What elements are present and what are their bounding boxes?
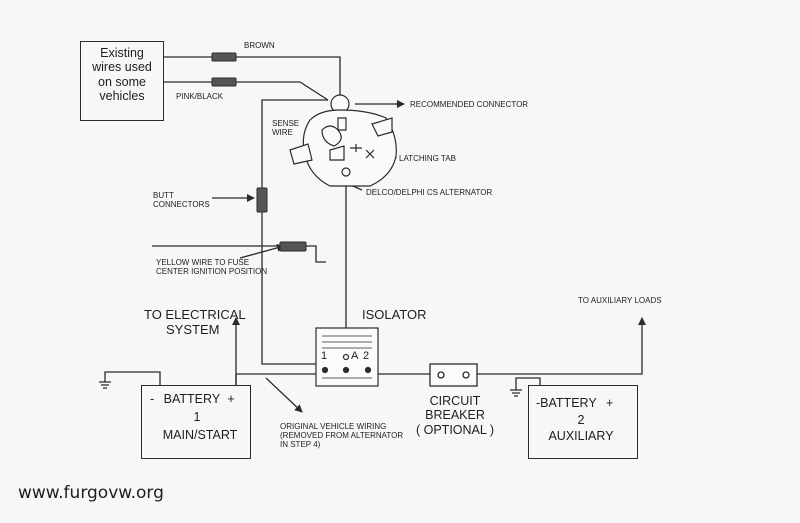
battery1-ground-wire [104,371,161,385]
to-auxiliary-loads-label: TO AUXILIARY LOADS [578,296,662,305]
circuit-breaker-label: CIRCUIT BREAKER ( OPTIONAL ) [415,394,494,437]
yellow-butt-connector [279,241,307,252]
battery2-name: AUXILIARY [548,429,614,443]
original-wiring-arrow [265,377,303,413]
existing-wires-box [80,41,164,121]
butt-connectors-label: BUTT CONNECTORS [153,191,210,210]
yellow-wire-label: YELLOW WIRE TO FUSE CENTER IGNITION POSI… [156,258,268,277]
sense-wire [261,99,328,188]
original-wiring-label: ORIGINAL VEHICLE WIRING (REMOVED FROM AL… [280,422,404,450]
battery1-name: MAIN/START [162,428,238,442]
yellow-wire-arrow [239,243,285,259]
circuit-breaker-body [429,363,478,387]
isolator-terminal-1: 1 [321,350,328,362]
battery1-number: 1 [193,410,201,424]
sense-butt-connector [256,187,268,213]
yellow-wire [152,245,326,263]
isolator-title: ISOLATOR [362,307,427,322]
battery2-label: -BATTERY + [536,396,614,410]
battery1-box [141,385,251,459]
sense-to-isolator-wire [261,188,325,365]
pink-black-butt-connector [211,77,237,87]
brown-butt-connector [211,52,237,62]
pink-black-wire-label: PINK/BLACK [176,92,224,101]
pink-black-wire [164,81,329,101]
alternator [289,94,397,187]
battery1-label: - BATTERY + [150,392,235,406]
recommended-connector-label: RECOMMENDED CONNECTOR [410,100,529,109]
breaker-to-aux-wire [477,317,646,375]
to-electrical-system-label: TO ELECTRICAL SYSTEM [144,307,246,337]
isolator-body [315,327,379,387]
battery2-ground-wire [515,377,541,390]
watermark: www.furgovw.org [18,483,164,503]
isolator-terminal-2: 2 [363,350,370,362]
battery1-to-isolator-wire [235,373,316,385]
battery2-box [528,385,638,459]
isolator-terminal-a: A [351,350,359,362]
brown-wire-label: BROWN [244,41,275,50]
battery2-number: 2 [577,413,585,427]
sense-wire-label: SENSE WIRE [272,119,300,138]
latching-tab-label: LATCHING TAB [399,154,456,163]
alternator-name-label: DELCO/DELPHI CS ALTERNATOR [366,188,493,197]
existing-wires-label: Existing wires used on some vehicles [92,46,152,104]
